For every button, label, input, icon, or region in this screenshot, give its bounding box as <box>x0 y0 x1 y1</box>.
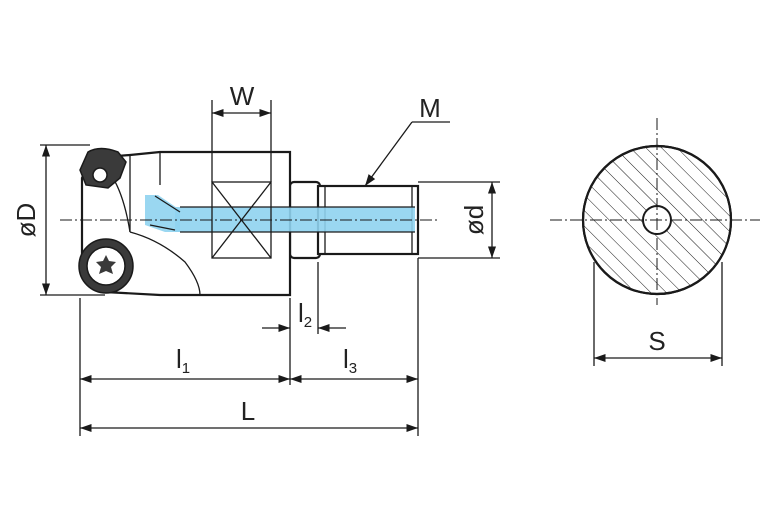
dim-label-l2: l2 <box>298 298 312 331</box>
dim-label-m: M <box>419 93 441 123</box>
dimensions-side: W M øD ød l2 l1 l3 L <box>11 81 500 436</box>
insert-bottom <box>78 238 134 294</box>
torx-screw-icon <box>96 255 116 274</box>
side-view <box>60 147 440 297</box>
insert-top <box>79 147 127 189</box>
dim-label-l-total: L <box>241 396 255 426</box>
dim-label-od-big: øD <box>11 203 41 238</box>
dim-label-od-small: ød <box>459 205 489 235</box>
dim-label-w: W <box>230 81 255 111</box>
dim-label-l1: l1 <box>176 344 190 377</box>
end-view <box>550 118 760 305</box>
insert-screw-hole <box>92 167 108 183</box>
dim-label-l3: l3 <box>343 344 357 377</box>
dim-label-s: S <box>648 326 665 356</box>
dimension-s: S <box>593 262 723 366</box>
